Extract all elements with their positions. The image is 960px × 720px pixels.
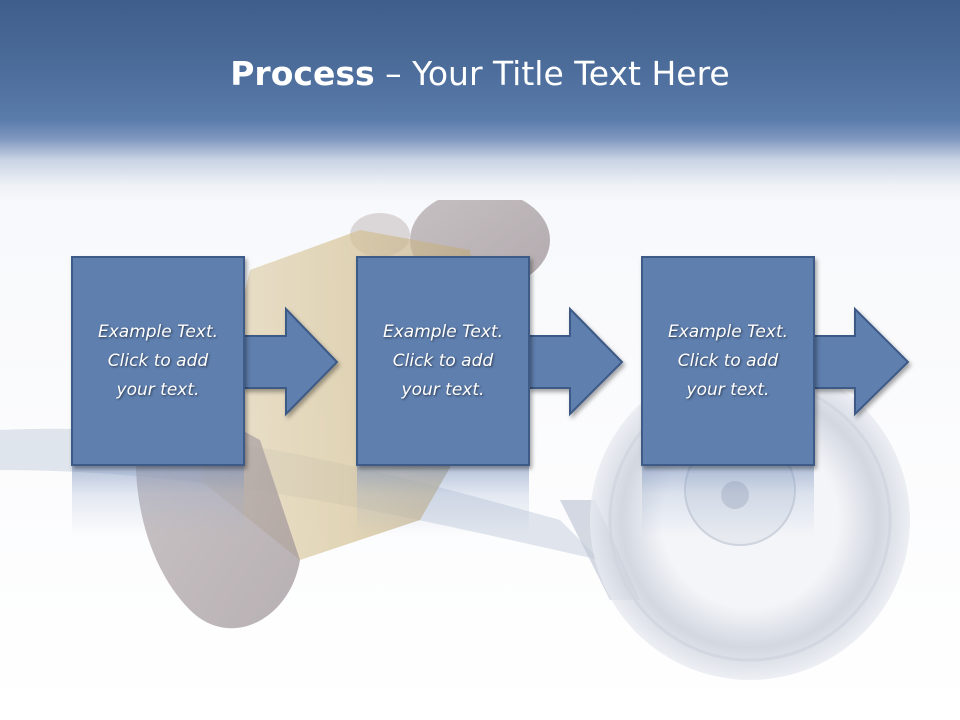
- title-rest-text: – Your Title Text Here: [374, 54, 730, 93]
- arrow-right-icon: [813, 306, 910, 417]
- box-reflection: [642, 466, 814, 536]
- process-step-3[interactable]: Example Text. Click to add your text.: [641, 256, 815, 466]
- box-reflection: [72, 466, 244, 536]
- step-text: Example Text. Click to add your text.: [382, 321, 504, 400]
- title-bar: [0, 0, 960, 200]
- title-bold-text: Process: [230, 54, 375, 93]
- process-step-2[interactable]: Example Text. Click to add your text.: [356, 256, 530, 466]
- arrow-right-icon: [528, 306, 624, 417]
- step-text: Example Text. Click to add your text.: [667, 321, 789, 400]
- box-reflection: [357, 466, 529, 536]
- step-text: Example Text. Click to add your text.: [97, 321, 219, 400]
- arrow-right-icon: [243, 306, 339, 417]
- process-step-1[interactable]: Example Text. Click to add your text.: [71, 256, 245, 466]
- slide-title: Process – Your Title Text Here: [0, 52, 960, 96]
